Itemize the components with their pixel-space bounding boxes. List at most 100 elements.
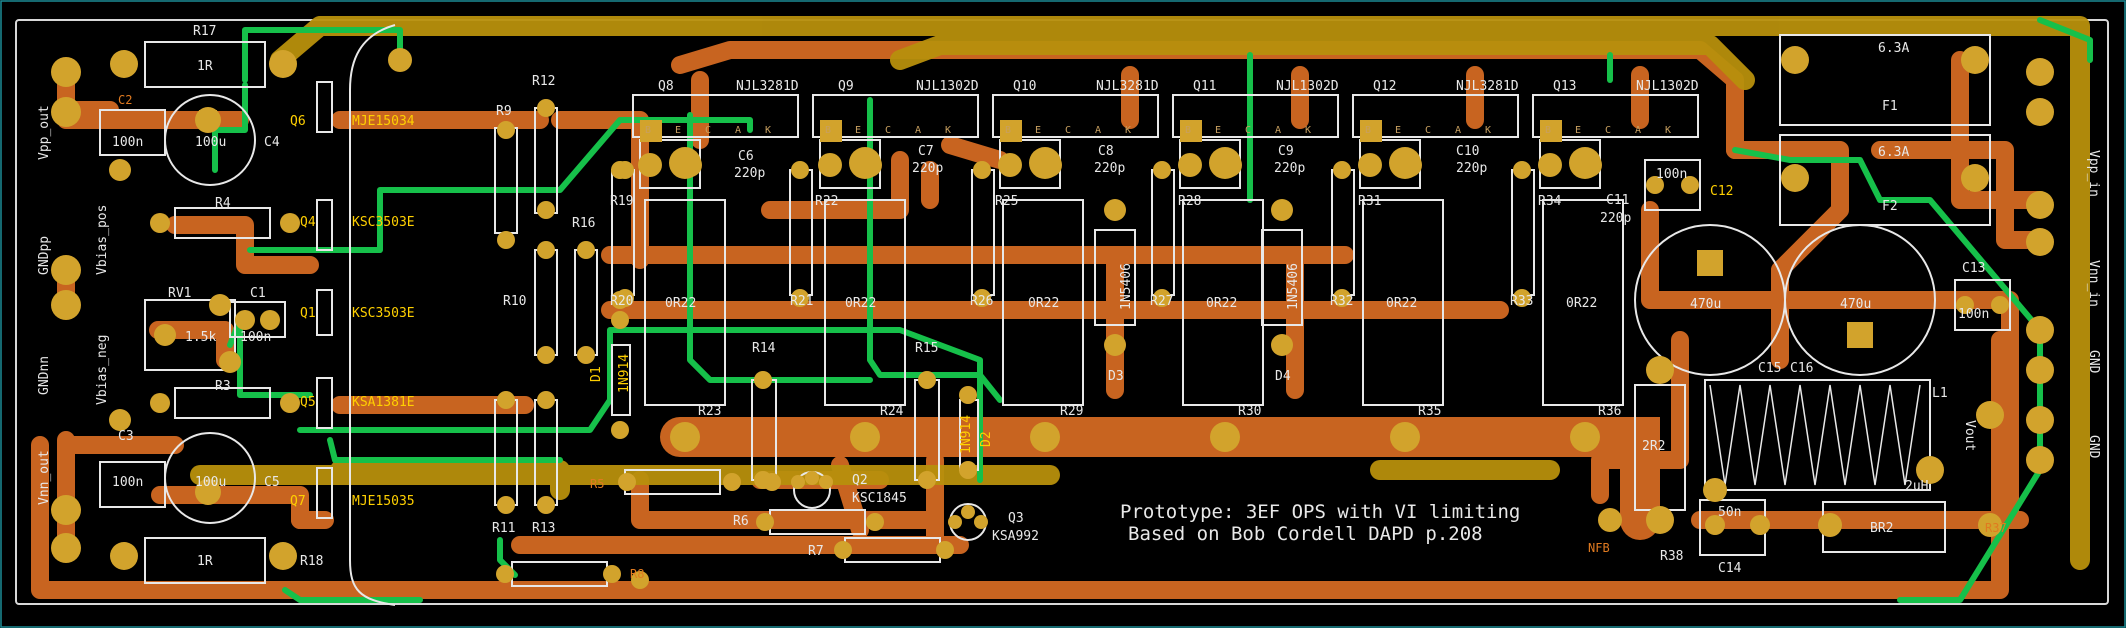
r37-ref: R37: [1985, 521, 2007, 535]
q3-ref: Q3: [1008, 511, 1024, 526]
r36-value: 0R22: [1566, 296, 1597, 311]
r7-ref: R7: [808, 544, 824, 559]
pin-label-q10-a: A: [1095, 125, 1101, 136]
c3-value: 100n: [112, 475, 143, 490]
r16-ref: R16: [572, 216, 595, 231]
pin-label-q10-k: K: [1125, 125, 1131, 136]
connector-gnd-2: GND: [2086, 435, 2101, 459]
q1-ref: Q1: [300, 306, 316, 321]
q6-value: MJE15034: [352, 114, 415, 129]
pin-label-q11-e: E: [1215, 125, 1221, 136]
d4-ref: D4: [1275, 369, 1291, 384]
r5-ref: R5: [590, 477, 604, 491]
q13-value: NJL1302D: [1636, 79, 1699, 94]
r8-ref: R8: [630, 567, 644, 581]
r38-ref: R38: [1660, 549, 1683, 564]
q5-ref: Q5: [300, 395, 316, 410]
r3-ref: R3: [215, 379, 231, 394]
pin-label-q12-k: K: [1485, 125, 1491, 136]
c15-ref: C15: [1758, 361, 1781, 376]
pin-label-q8-e: E: [675, 125, 681, 136]
r11-ref: R11: [492, 521, 515, 536]
q8-value: NJL3281D: [736, 79, 799, 94]
c12-ref: C12: [1710, 184, 1733, 199]
c5-ref: C5: [264, 475, 280, 490]
r32-ref: R32: [1330, 294, 1353, 309]
q2-value: KSC1845: [852, 491, 907, 506]
r29-ref: R29: [1060, 404, 1083, 419]
pin-label-q9-k: K: [945, 125, 951, 136]
d3-value: 1N5406: [1119, 263, 1134, 310]
q10-ref: Q10: [1013, 79, 1036, 94]
c7-value: 220p: [912, 161, 943, 176]
pin-label-q11-a: A: [1275, 125, 1281, 136]
c12-value: 100n: [1656, 167, 1687, 182]
pin-label-q13-e: E: [1575, 125, 1581, 136]
c11-ref: C11: [1606, 193, 1629, 208]
rv1-value: 1.5k: [185, 330, 216, 345]
q13-ref: Q13: [1553, 79, 1576, 94]
pin-label-q9-c: C: [885, 125, 891, 136]
q12-value: NJL3281D: [1456, 79, 1519, 94]
green-tracks: [212, 17, 2093, 603]
pin-label-q8-c: C: [705, 125, 711, 136]
rv1-ref: RV1: [168, 286, 191, 301]
output-bus: [660, 417, 1660, 540]
r36-ref: R36: [1598, 404, 1621, 419]
q2-ref: Q2: [852, 473, 868, 488]
c2-value: 100n: [112, 135, 143, 150]
r15-ref: R15: [915, 341, 938, 356]
connector-vnn-in: Vnn_in: [2086, 260, 2101, 307]
r6-ref: R6: [733, 514, 749, 529]
c15-value: 470u: [1690, 297, 1721, 312]
r26-ref: R26: [970, 294, 993, 309]
c2-ref: C2: [118, 93, 132, 107]
square-pads: [199, 110, 1873, 501]
r18-ref: R18: [300, 554, 323, 569]
pin-label-q8-a: A: [735, 125, 741, 136]
d4-value: 1N5406: [1286, 263, 1301, 310]
connector-vbias-neg: Vbias_neg: [95, 335, 110, 405]
pin-label-q12-b: B: [1365, 125, 1371, 136]
connector-vpp-in: Vpp_in: [2086, 150, 2101, 197]
r23-ref: R23: [698, 404, 721, 419]
connector-gndpp: GNDpp: [37, 236, 52, 275]
r17-value: 1R: [197, 59, 213, 74]
q9-ref: Q9: [838, 79, 854, 94]
d2-value: 1N914: [959, 415, 974, 454]
r18-value: 1R: [197, 554, 213, 569]
board-title-line1: Prototype: 3EF OPS with VI limiting: [1120, 501, 1520, 523]
q4-value: KSC3503E: [352, 215, 415, 230]
back-copper-tracks: [190, 16, 2090, 570]
q6-ref: Q6: [290, 114, 306, 129]
r30-value: 0R22: [1206, 296, 1237, 311]
r24-ref: R24: [880, 404, 904, 419]
connector-gnd-1: GND: [2086, 350, 2101, 374]
q5-value: KSA1381E: [352, 395, 415, 410]
r33-ref: R33: [1510, 294, 1533, 309]
c4-ref: C4: [264, 135, 280, 150]
r12-ref: R12: [532, 74, 555, 89]
c16-ref: C16: [1790, 361, 1813, 376]
c3-ref: C3: [118, 429, 134, 444]
pin-label-q11-c: C: [1245, 125, 1251, 136]
r2r2-value: 2R2: [1642, 439, 1665, 454]
pads: [51, 46, 2054, 589]
c13-value: 100n: [1958, 307, 1989, 322]
pin-label-q13-b: B: [1545, 125, 1551, 136]
f2-value: 6.3A: [1878, 145, 1909, 160]
pin-label-q8-b: B: [645, 125, 651, 136]
c8-ref: C8: [1098, 144, 1114, 159]
r20-ref: R20: [610, 294, 633, 309]
f2-ref: F2: [1882, 199, 1898, 214]
q1-value: KSC3503E: [352, 306, 415, 321]
c6-ref: C6: [738, 149, 754, 164]
r21-ref: R21: [790, 294, 813, 309]
r4-ref: R4: [215, 196, 231, 211]
r14-ref: R14: [752, 341, 776, 356]
pin-label-q13-k: K: [1665, 125, 1671, 136]
r28-ref: R28: [1178, 194, 1201, 209]
pin-label-q13-a: A: [1635, 125, 1641, 136]
l1-ref: L1: [1932, 386, 1948, 401]
